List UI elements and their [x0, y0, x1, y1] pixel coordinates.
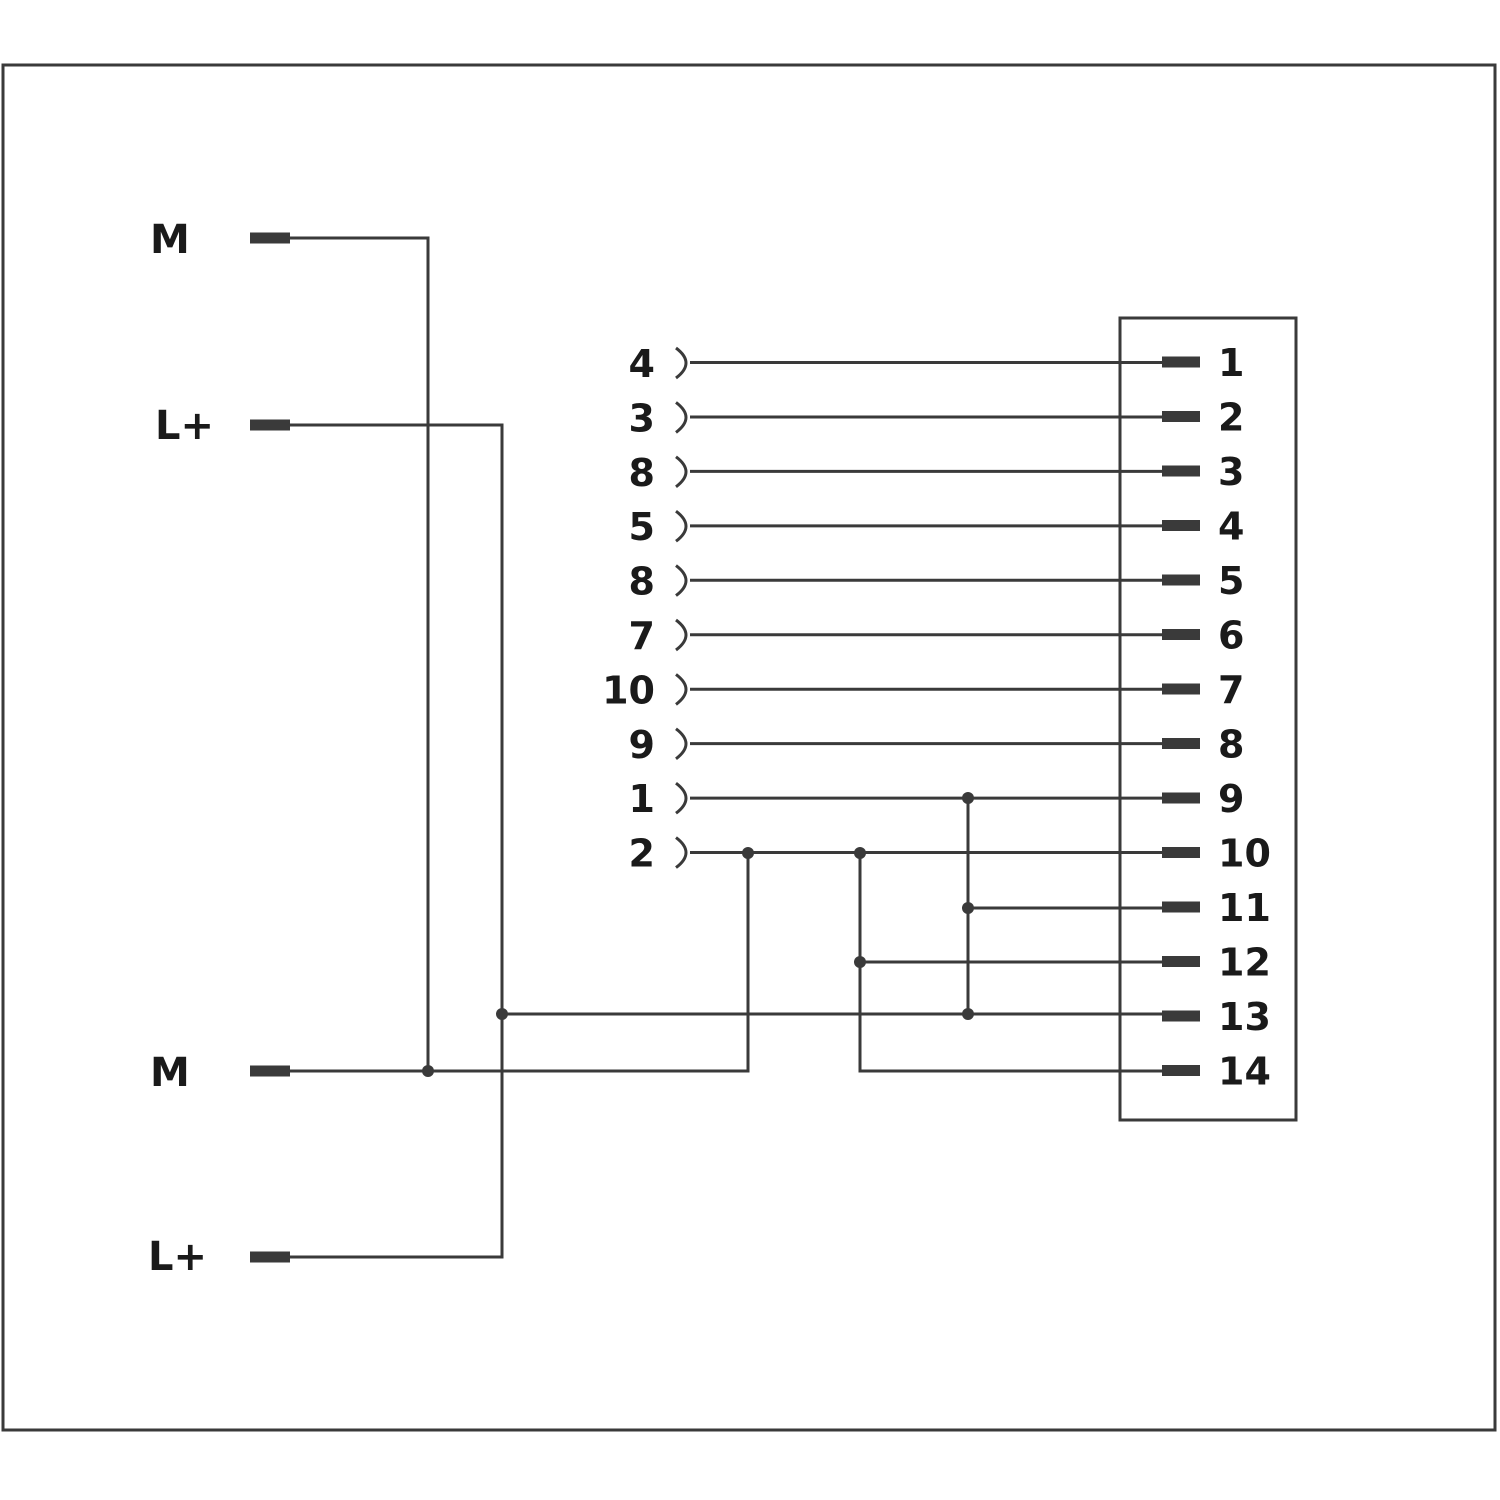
junction-dot [496, 1008, 508, 1020]
right-pin-label: 14 [1218, 1050, 1271, 1094]
right-pin-label: 5 [1218, 559, 1244, 603]
left-pin-label: 2 [629, 832, 655, 876]
junction-dot [962, 1008, 974, 1020]
junction-dot [962, 902, 974, 914]
junction-dot [854, 956, 866, 968]
junction-dot [422, 1065, 434, 1077]
power-label-m-top: M [150, 217, 190, 263]
left-pin-label: 3 [629, 396, 655, 440]
left-pin-label: 8 [629, 560, 655, 604]
socket-symbol [675, 836, 688, 869]
socket-symbol [675, 727, 688, 760]
socket-symbol [675, 346, 688, 380]
socket-symbol [675, 618, 688, 652]
left-pin-label: 9 [629, 723, 655, 767]
power-label-lplus-bottom: L+ [148, 1234, 207, 1280]
right-pin-label: 9 [1218, 777, 1244, 821]
right-pin-label: 6 [1218, 614, 1244, 658]
wire-pin2-to-14 [858, 853, 1165, 1073]
right-pin-label: 7 [1218, 668, 1244, 712]
right-pin-label: 11 [1218, 886, 1271, 930]
power-label-m-bottom: M [150, 1050, 190, 1096]
left-pin-label: 10 [602, 668, 655, 712]
right-pin-label: 3 [1218, 450, 1244, 494]
socket-symbol [675, 673, 688, 706]
right-pin-label: 1 [1218, 341, 1244, 385]
left-pin-label: 4 [629, 342, 655, 386]
left-pin-label: 5 [629, 505, 655, 549]
power-label-lplus-top: L+ [155, 403, 214, 449]
outer-frame [1, 63, 1497, 1432]
right-pin-label: 4 [1218, 505, 1244, 549]
left-pin-label: 8 [629, 451, 655, 495]
left-connector-pins: 4 3 8 5 8 7 10 9 1 2 [602, 342, 1165, 876]
left-pin-label: 1 [629, 777, 655, 821]
socket-symbol [675, 455, 688, 488]
right-pin-label: 8 [1218, 723, 1244, 767]
wire-m-top [290, 236, 430, 1071]
right-pin-label: 10 [1218, 832, 1271, 876]
wire-lplus-top [290, 423, 504, 1259]
right-pin-label: 13 [1218, 995, 1271, 1039]
left-pin-label: 7 [629, 614, 655, 658]
right-pin-label: 12 [1218, 941, 1271, 985]
socket-symbol [675, 564, 688, 597]
socket-symbol [675, 510, 688, 543]
socket-symbol [675, 401, 688, 434]
wire-m-bus [290, 853, 750, 1073]
right-pin-label: 2 [1218, 396, 1244, 440]
terminal-block-outline [1118, 316, 1298, 1122]
socket-symbol [675, 782, 688, 815]
